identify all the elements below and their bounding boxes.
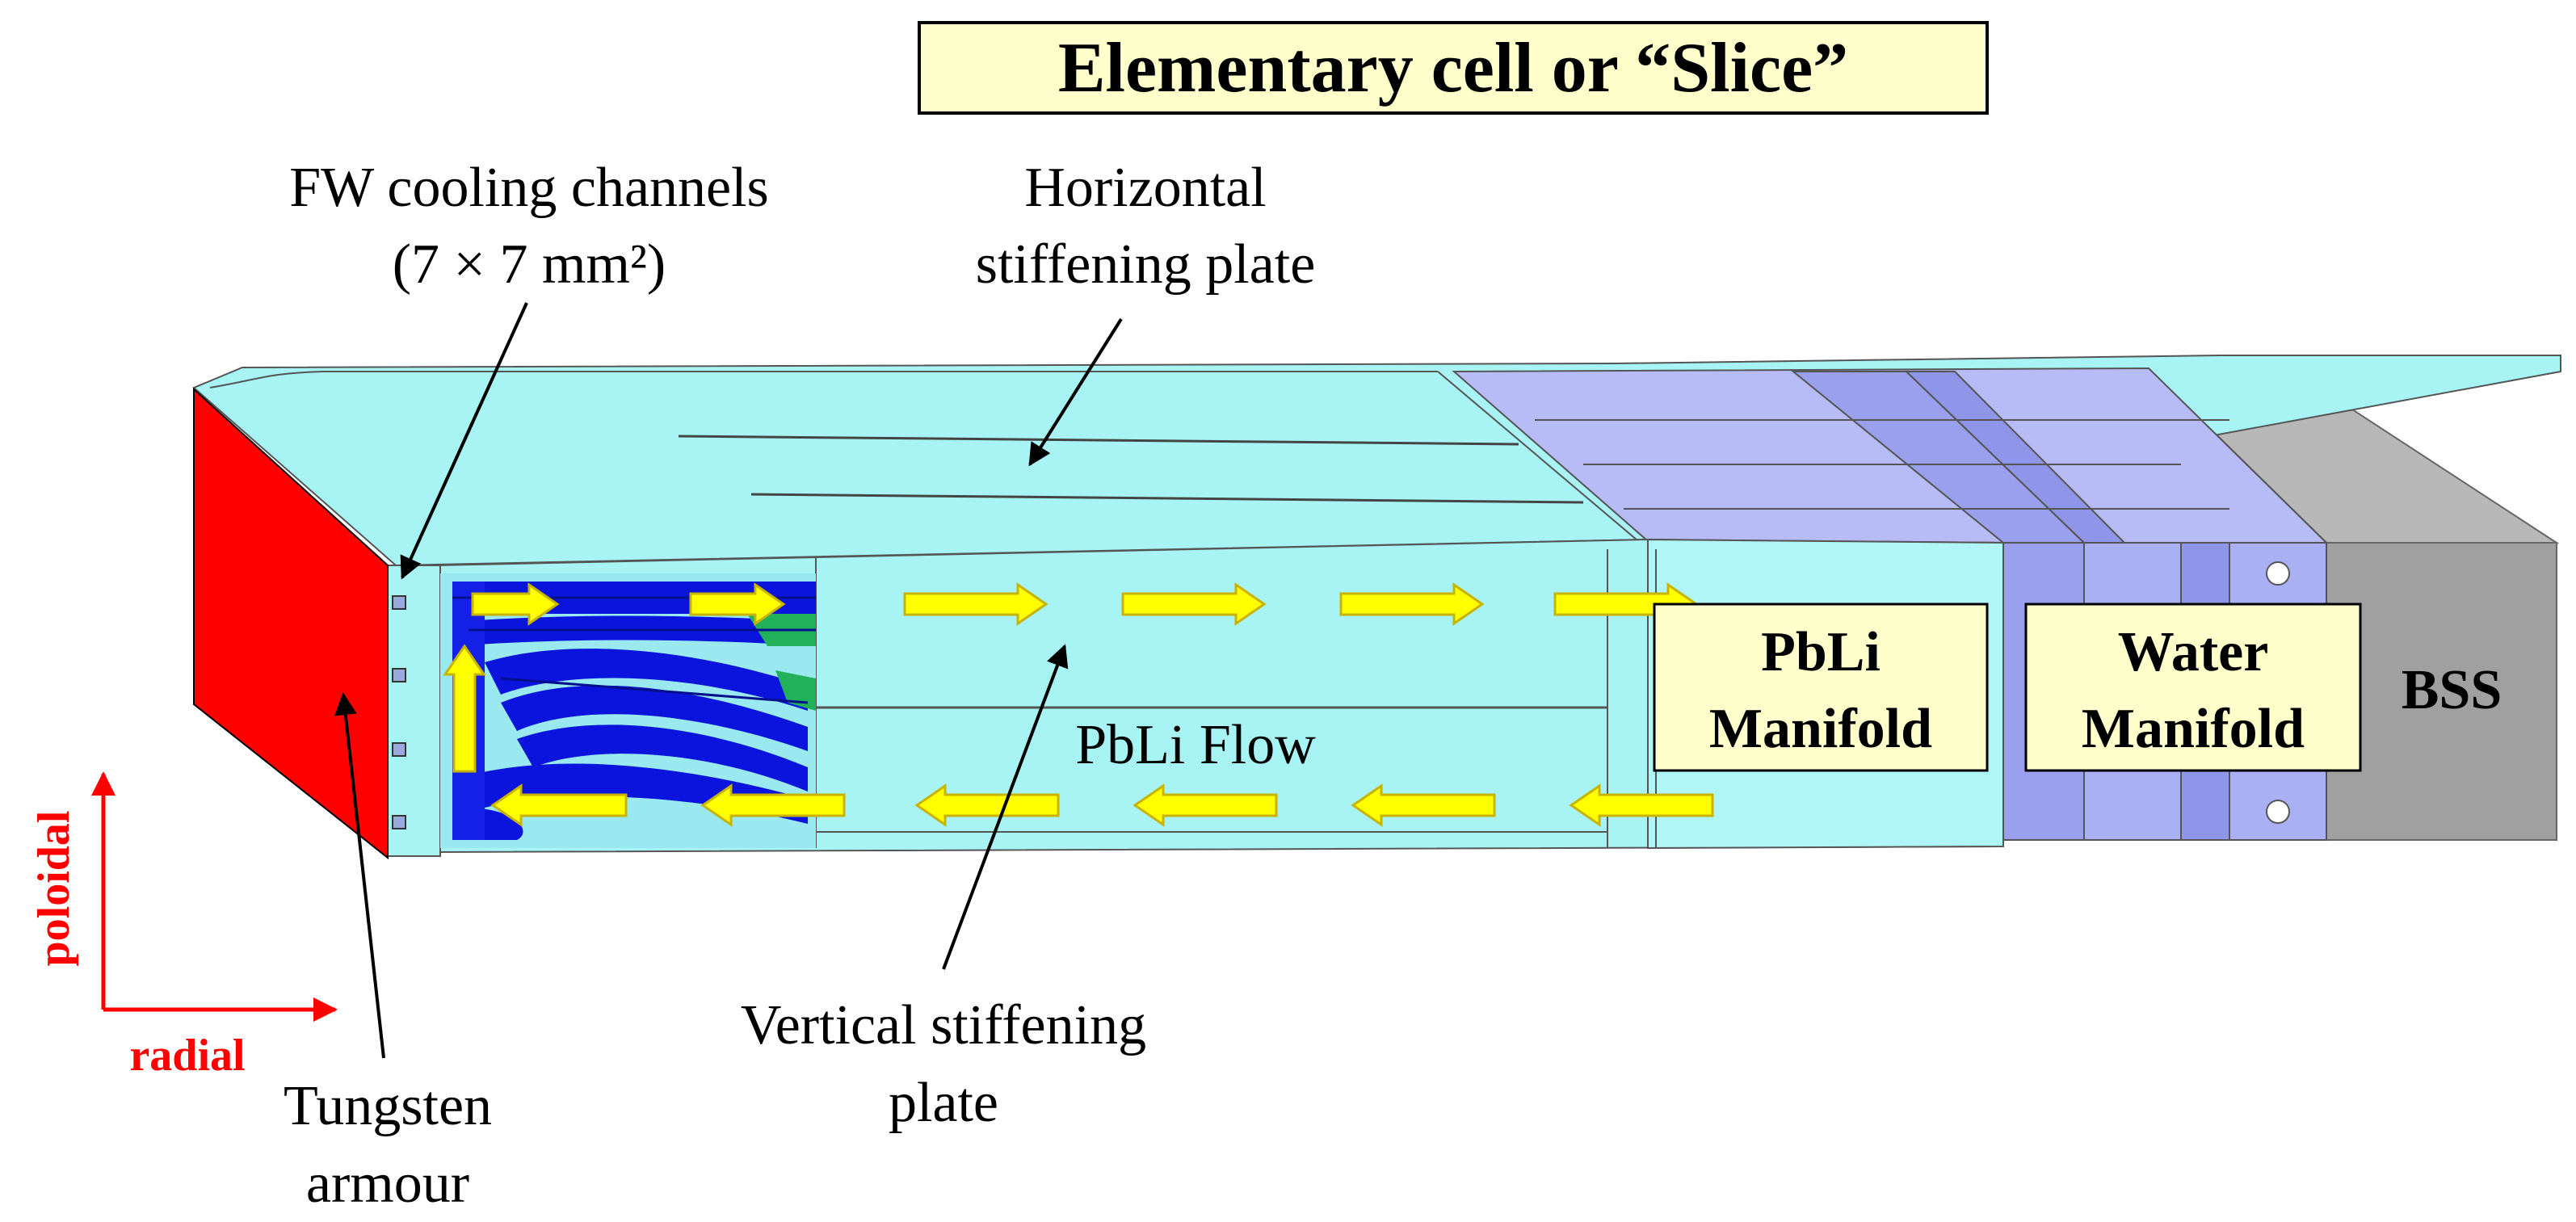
vertical-plate-leader bbox=[942, 644, 1069, 970]
pbli-flow-label: PbLi Flow bbox=[1075, 714, 1316, 776]
bss-label: BSS bbox=[2402, 659, 2502, 721]
fw-channels-label-line2: (7 × 7 mm²) bbox=[393, 233, 666, 296]
cooling-channel bbox=[392, 742, 406, 757]
pbli-manifold-box: PbLi Manifold bbox=[1653, 603, 1989, 772]
fw-channels-label-line1: FW cooling channels bbox=[289, 157, 769, 219]
flow-arrow-right bbox=[903, 582, 1048, 626]
flow-arrow-left bbox=[700, 783, 846, 827]
pbli-manifold-line1: PbLi bbox=[1761, 621, 1881, 683]
tungsten-label-line2: armour bbox=[306, 1153, 469, 1215]
water-manifold-line1: Water bbox=[2118, 621, 2269, 683]
flow-arrow-right bbox=[1339, 582, 1485, 626]
cooling-channel bbox=[392, 595, 406, 610]
cooling-channel bbox=[392, 815, 406, 829]
water-manifold-line2: Manifold bbox=[2082, 698, 2305, 760]
water-manifold-box: Water Manifold bbox=[2024, 603, 2362, 772]
flow-arrow-left bbox=[1569, 783, 1714, 827]
flow-arrow-left bbox=[1133, 783, 1278, 827]
flow-arrow-right bbox=[471, 582, 560, 626]
horizontal-plate-label-line1: Horizontal bbox=[1024, 157, 1266, 219]
vertical-plate-label-line2: plate bbox=[889, 1072, 998, 1134]
horizontal-plate-line bbox=[750, 493, 1584, 504]
flow-arrow-up bbox=[443, 644, 486, 773]
radial-axis-label: radial bbox=[129, 1031, 245, 1081]
title-text: Elementary cell or “Slice” bbox=[1058, 29, 1848, 107]
pbli-manifold-line2: Manifold bbox=[1709, 698, 1932, 760]
pbli-flow-arrows bbox=[443, 582, 1714, 827]
flow-arrow-left bbox=[914, 783, 1060, 827]
tungsten-armour bbox=[193, 387, 389, 860]
tungsten-label-line1: Tungsten bbox=[284, 1075, 492, 1137]
flow-arrow-left bbox=[1351, 783, 1496, 827]
vertical-plate-label-line1: Vertical stiffening bbox=[741, 994, 1146, 1056]
horizontal-plate-leader bbox=[1028, 317, 1123, 467]
poloidal-axis-label: poloidal bbox=[29, 811, 79, 967]
tungsten-leader bbox=[334, 692, 385, 1059]
fw-channels-leader bbox=[400, 302, 528, 580]
horizontal-plate-line bbox=[678, 435, 1519, 446]
flow-arrow-right bbox=[1121, 582, 1267, 626]
flow-arrow-right bbox=[689, 582, 786, 626]
horizontal-plate-label-line2: stiffening plate bbox=[976, 233, 1316, 296]
flow-arrow-left bbox=[490, 783, 628, 827]
axes-indicator: poloidal radial bbox=[29, 771, 338, 1081]
first-wall bbox=[387, 565, 441, 857]
title-box: Elementary cell or “Slice” bbox=[918, 21, 1989, 115]
cooling-channel bbox=[392, 668, 406, 682]
